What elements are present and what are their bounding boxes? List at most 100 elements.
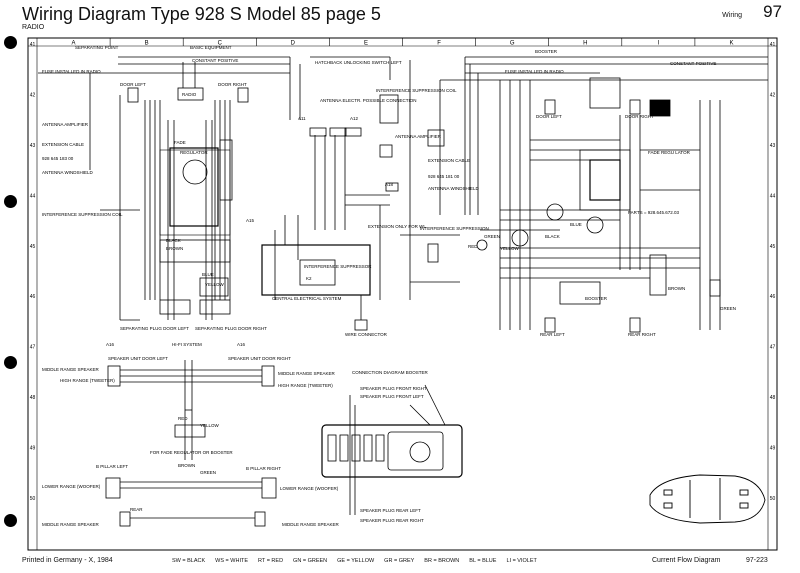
binder-hole <box>4 36 17 49</box>
label-wire-connector: WIRE CONNECTOR <box>345 332 388 337</box>
grid-column-label: F <box>437 41 441 47</box>
label-rear-hifi: REAR <box>130 507 143 512</box>
label-high-range-left: HIGH RANGE (TWEETER) <box>60 378 115 383</box>
label-constant-positive-right: CONSTANT POSITIVE <box>670 61 716 66</box>
label-door-right: DOOR RIGHT <box>218 82 247 87</box>
label-yellow-hifi: YELLOW <box>200 423 220 428</box>
label-a15: A15 <box>246 218 255 223</box>
grid-row-label: 45 <box>770 244 776 250</box>
legend-item: LI = VIOLET <box>506 558 537 564</box>
label-green-hifi: GREEN <box>200 470 216 475</box>
grid-row-label: 46 <box>30 294 36 300</box>
label-antenna-amplifier-left: ANTENNA AMPLIFIER <box>42 122 89 127</box>
label-speaker-unit-door-left: SPEAKER UNIT DOOR LEFT <box>108 356 168 361</box>
label-speaker-unit-door-right: SPEAKER UNIT DOOR RIGHT <box>228 356 291 361</box>
diagram-labels: SEPARATING POINT BASIC EQUIPMENT CONSTAN… <box>42 45 736 527</box>
label-radio: RADIO <box>182 92 197 97</box>
grid-column-label: E <box>364 41 368 47</box>
grid-row-label: 48 <box>770 395 776 401</box>
label-extension-cable-mid: EXTENSION CABLE <box>428 158 470 163</box>
label-antenna-amplifier-mid: ANTENNA AMPLIFIER <box>395 134 442 139</box>
label-hatchback: HATCHBACK UNLOCKING SWITCH LEFT <box>315 60 402 65</box>
label-door-left-right-panel: DOOR LEFT <box>536 114 562 119</box>
label-k2: K2 <box>306 276 312 281</box>
footer-printed: Printed in Germany - X, 1984 <box>22 557 113 564</box>
grid-row-label: 47 <box>30 345 36 351</box>
grid-column-label: A <box>72 41 76 47</box>
legend-item: SW = BLACK <box>172 558 206 564</box>
label-speaker-plug-front-right: SPEAKER PLUG FRONT RIGHT <box>360 386 427 391</box>
grid-row-label: 43 <box>30 143 36 149</box>
grid-row-label: 50 <box>770 496 776 502</box>
label-speaker-plug-rear-right: SPEAKER PLUG REAR RIGHT <box>360 518 424 523</box>
legend-item: GR = GREY <box>384 558 415 564</box>
label-a16-right: A16 <box>237 342 246 347</box>
grid-row-label: 43 <box>770 143 776 149</box>
grid-column-label: H <box>583 41 587 47</box>
label-green-far: GREEN <box>720 306 736 311</box>
footer-current-flow: Current Flow Diagram <box>652 557 721 564</box>
color-code-legend: SW = BLACK WS = WHITE RT = RED GN = GREE… <box>172 558 537 564</box>
label-extension-only: EXTENSION ONLY FOR WL <box>368 224 426 229</box>
label-b-pillar-left: B PILLAR LEFT <box>96 464 128 469</box>
grid-column-label: G <box>510 41 515 47</box>
label-constant-positive-left: CONSTANT POSITIVE <box>192 58 238 63</box>
label-middle-range-right: MIDDLE RANGE SPEAKER <box>278 371 336 376</box>
label-a12: A12 <box>350 116 359 121</box>
label-speaker-plug-rear-left: SPEAKER PLUG REAR LEFT <box>360 508 421 513</box>
label-booster-mid: BOOSTER <box>585 296 608 301</box>
label-door-left: DOOR LEFT <box>120 82 146 87</box>
grid-column-label: B <box>145 41 149 47</box>
grid-row-label: 45 <box>30 244 36 250</box>
label-antenna-windshield-left: ANTENNA WINDSHIELD <box>42 170 94 175</box>
label-separating-point: SEPARATING POINT <box>75 45 119 50</box>
legend-item: GN = GREEN <box>293 558 328 564</box>
grid-row-label: 42 <box>770 93 776 99</box>
label-connection-diagram: CONNECTION DIAGRAM BOOSTER <box>352 370 429 375</box>
page-number: 97 <box>763 2 782 21</box>
label-for-fade-regulator: FOR FADE REGULATOR OR BOOSTER <box>150 450 233 455</box>
grid-row-label: 42 <box>30 93 36 99</box>
label-a18: A18 <box>385 182 394 187</box>
radio-block-left <box>89 62 249 321</box>
label-extension-cable-left: EXTENSION CABLE <box>42 142 84 147</box>
label-hifi-system: HI-FI SYSTEM <box>172 342 202 347</box>
label-black-right: BLACK <box>545 234 560 239</box>
car-outline-icon <box>649 474 766 524</box>
power-lines <box>38 56 768 215</box>
legend-item: BL = BLUE <box>469 558 497 564</box>
label-middle-range-left: MIDDLE RANGE SPEAKER <box>42 367 100 372</box>
label-lower-range-left: LOWER RANGE (WOOFER) <box>42 484 101 489</box>
grid-row-label: 41 <box>30 42 36 48</box>
label-brown-right: BROWN <box>668 286 685 291</box>
label-red-hifi: RED <box>178 416 188 421</box>
label-parts-ref: PARTS = 928.645.672.03 <box>628 210 679 215</box>
right-speaker-block <box>476 77 721 333</box>
grid-row-label: 46 <box>770 294 776 300</box>
label-interference-coil-left: INTERFERENCE SUPPRESSION COIL <box>42 212 123 217</box>
label-fuse-radio-left: FUSE INSTALLED IN RADIO <box>42 69 101 74</box>
grid-row-label: 49 <box>770 445 776 451</box>
booster-panel <box>321 384 463 515</box>
label-high-range-right: HIGH RANGE (TWEETER) <box>278 383 333 388</box>
page-title: Wiring Diagram Type 928 S Model 85 page … <box>22 4 381 24</box>
label-a16: A16 <box>106 342 115 347</box>
label-central-electrical: CENTRAL ELECTRICAL SYSTEM <box>272 296 342 301</box>
label-fade: FADE <box>174 140 186 145</box>
label-sep-plug-door-left: SEPARATING PLUG DOOR LEFT <box>120 326 189 331</box>
legend-item: GE = YELLOW <box>337 558 375 564</box>
hifi-system <box>105 360 277 527</box>
label-basic-equipment: BASIC EQUIPMENT <box>190 45 232 50</box>
grid-column-label: C <box>218 41 223 47</box>
binder-hole <box>4 356 17 369</box>
binder-hole <box>4 514 17 527</box>
grid-column-label: D <box>291 41 296 47</box>
label-middle-range-bottom-left: MIDDLE RANGE SPEAKER <box>42 522 100 527</box>
label-a11: A11 <box>298 116 306 121</box>
label-antenna-electr: ANTENNA ELECTR. POSSIBLE CONNECTION <box>320 98 417 103</box>
label-door-right-right-panel: DOOR RIGHT <box>625 114 654 119</box>
legend-item: BR = BROWN <box>424 558 460 564</box>
label-red-right: RED <box>468 244 478 249</box>
